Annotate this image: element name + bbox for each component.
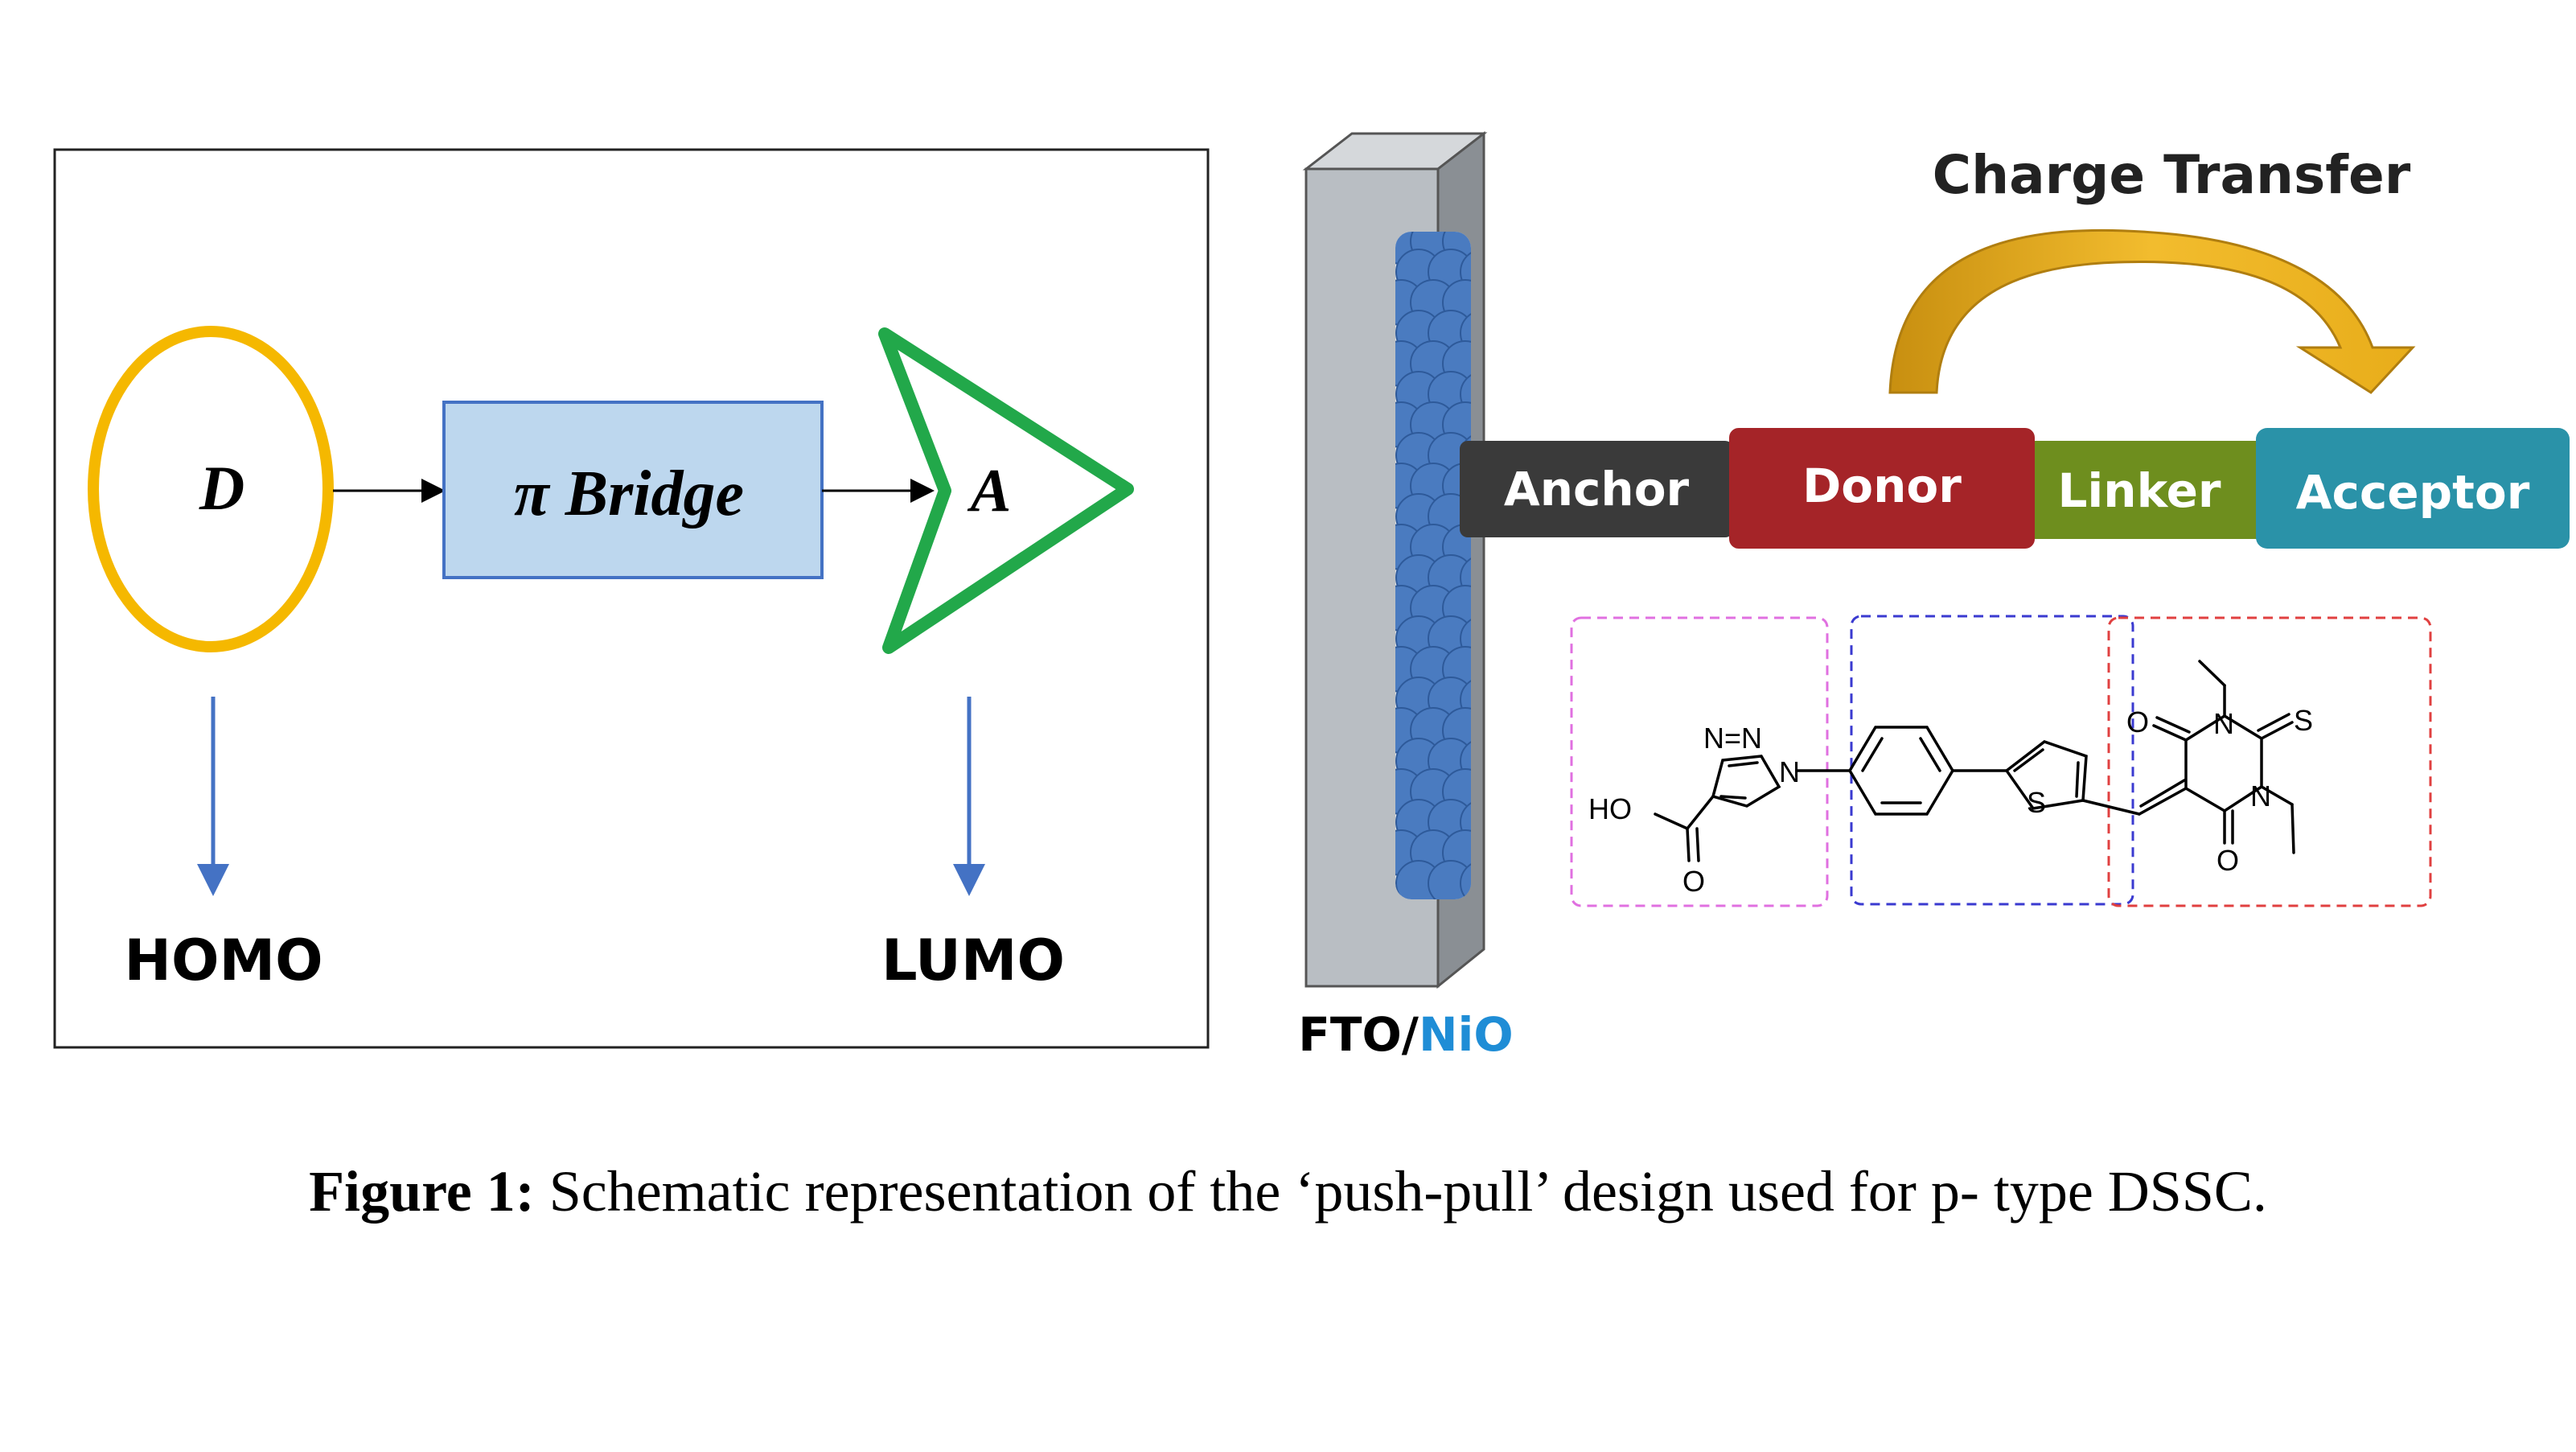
nio-particle [1460, 860, 1471, 899]
acceptor-arrow-shape [878, 327, 1134, 654]
left-panel: D π Bridge A HOMO LUMO [53, 148, 1210, 1049]
anchor-group-box [1570, 616, 1829, 907]
atom-s-thione: S [2294, 704, 2313, 737]
acceptor-segment [2256, 428, 2570, 549]
nio-nanoparticles [1395, 232, 1471, 899]
homo-label: HOMO [124, 928, 323, 993]
acceptor-label: A [968, 457, 1012, 524]
nio-particle [1428, 860, 1471, 899]
molecule-structure [1654, 660, 2295, 862]
charge-transfer-arrow [1888, 228, 2416, 394]
atom-triazole-n-top: N=N [1703, 722, 1762, 755]
figure-caption: Figure 1: Schematic representation of th… [0, 1158, 2576, 1225]
donor-segment [1729, 428, 2035, 549]
atom-n-top: N [2213, 707, 2234, 740]
donor-segment-label: Donor [1802, 459, 1962, 513]
figure-caption-text: Schematic representation of the ‘push-pu… [534, 1159, 2267, 1224]
donor-label: D [199, 453, 244, 523]
nio-particle [1460, 554, 1471, 601]
nio-particle [1460, 249, 1471, 295]
nio-particle [1460, 799, 1471, 845]
nio-label: NiO [1419, 1007, 1514, 1062]
nio-particle [1460, 677, 1471, 723]
nio-particle [1460, 371, 1471, 418]
molecule-atom-labels: HO O N=N N S O N S N O [1588, 704, 2313, 898]
electrode-slab [1302, 130, 1488, 989]
donor-group-box [1850, 615, 2134, 906]
charge-transfer-label: Charge Transfer [1933, 144, 2411, 206]
atom-o-carboxyl: O [1682, 865, 1705, 898]
atom-o-bottom: O [2217, 844, 2239, 877]
acceptor-segment-label: Acceptor [2296, 465, 2530, 520]
nio-particle [1460, 615, 1471, 662]
linker-segment-label: Linker [2057, 463, 2221, 518]
pi-bridge-label: π Bridge [514, 459, 744, 529]
atom-n-bottom: N [2250, 779, 2271, 812]
figure-caption-label: Figure 1: [309, 1159, 535, 1224]
linker-segment [2003, 441, 2268, 539]
atom-triazole-n-side: N [1779, 755, 1800, 788]
donor-circle [88, 326, 334, 652]
anchor-segment-label: Anchor [1504, 462, 1690, 516]
nio-particle [1460, 738, 1471, 784]
electrode-label: FTO/NiO [1298, 1007, 1513, 1062]
left-panel-frame [53, 148, 1210, 1049]
right-panel: FTO/NiO Charge Transfer Anchor Linker Do… [1298, 130, 2570, 1062]
acceptor-group-box [2107, 616, 2432, 907]
pi-bridge-box [442, 401, 824, 579]
atom-o-top: O [2126, 705, 2149, 738]
atom-thiophene-s: S [2027, 786, 2046, 819]
nio-particle [1460, 310, 1471, 356]
atom-ho: HO [1588, 792, 1632, 825]
lumo-label: LUMO [881, 928, 1065, 993]
segment-bar: Anchor Linker Donor Acceptor [1460, 428, 2570, 549]
anchor-segment [1460, 441, 1733, 537]
